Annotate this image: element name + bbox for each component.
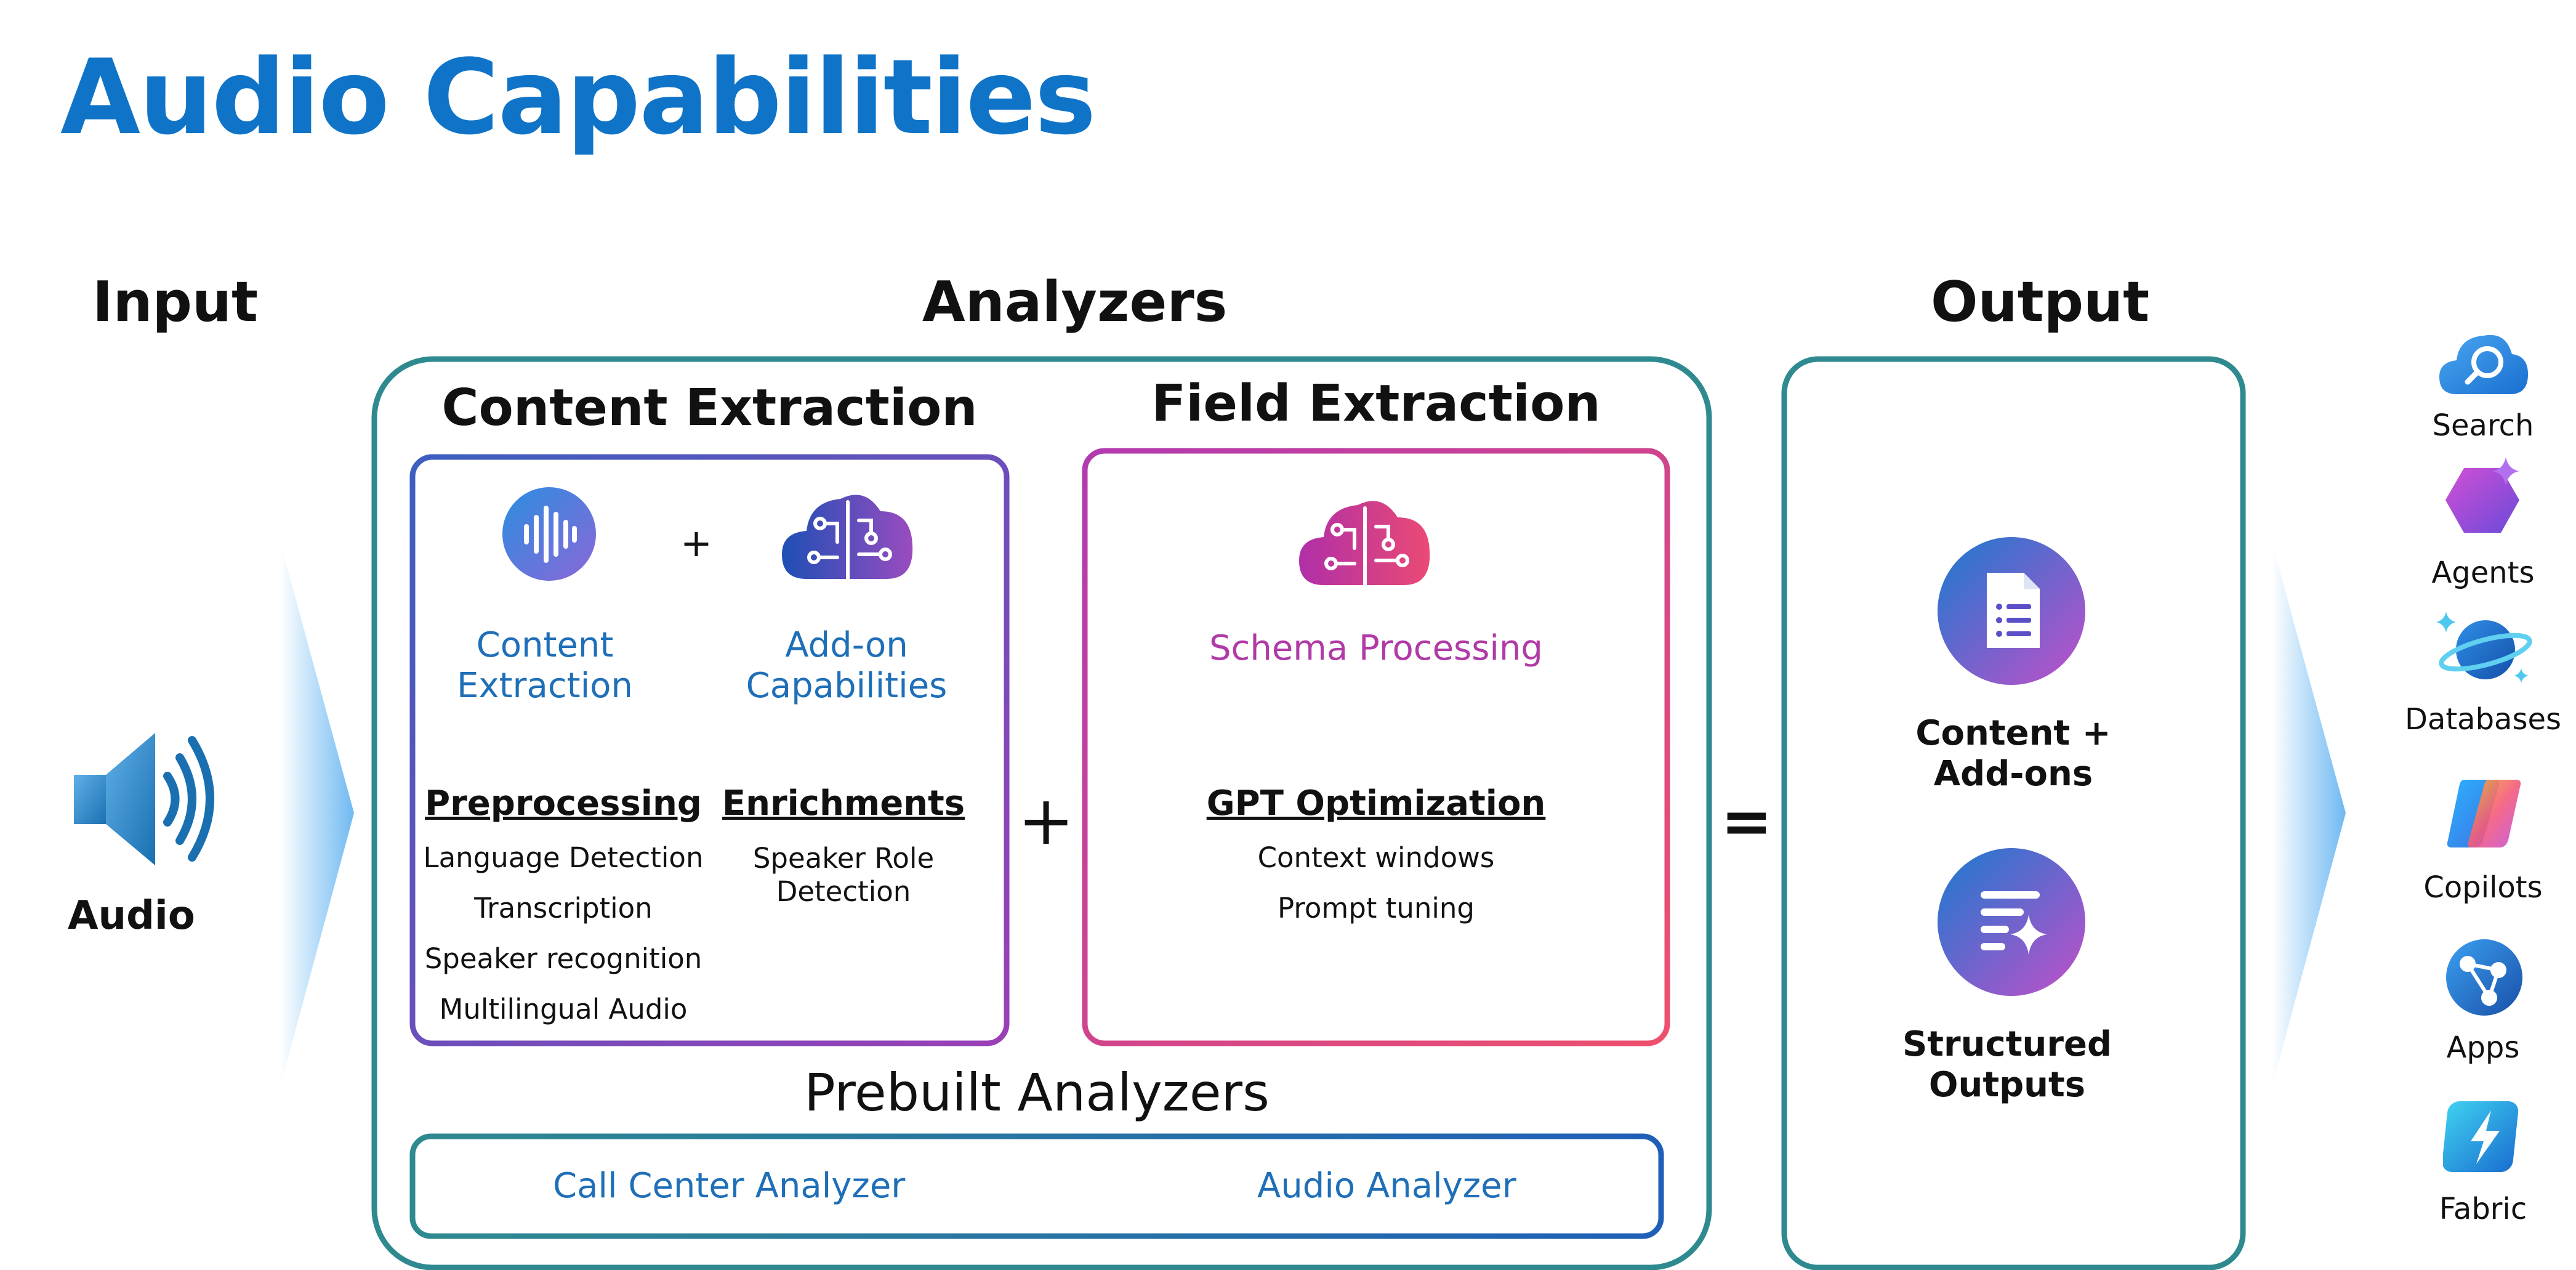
content-addons-label: Content + Add-ons [1915, 713, 2111, 794]
destination-copilots-label: Copilots [2423, 870, 2543, 905]
apps-globe-icon [2446, 939, 2522, 1016]
destination-apps-label: Apps [2446, 1030, 2520, 1065]
gpt-optimization-title: GPT Optimization [1206, 783, 1546, 823]
content-extraction-heading: Content Extraction [441, 379, 978, 437]
input-header: Input [92, 270, 259, 334]
content-extraction-label: Content Extraction [457, 625, 633, 706]
list-item: Transcription [474, 892, 653, 924]
page-title: Audio Capabilities [60, 37, 1097, 158]
prebuilt-box [409, 1133, 1664, 1239]
output-header: Output [1931, 270, 2150, 334]
schema-processing-label: Schema Processing [1209, 628, 1543, 668]
destination-agents-label: Agents [2431, 556, 2535, 590]
agents-hexagon-icon [2445, 457, 2519, 533]
preprocessing-list: Language Detection Transcription Speaker… [419, 833, 708, 1035]
list-item: Context windows [1257, 841, 1495, 874]
destination-fabric-label: Fabric [2439, 1192, 2527, 1226]
waveform-icon [502, 487, 596, 581]
preprocessing-title: Preprocessing [425, 783, 702, 823]
destination-databases-label: Databases [2404, 702, 2562, 737]
speaker-icon [74, 733, 214, 865]
structured-outputs-label: Structured Outputs [1902, 1024, 2112, 1105]
output-arrow [2272, 542, 2346, 1087]
list-item: Multilingual Audio [439, 993, 688, 1025]
database-planet-icon [2436, 612, 2532, 683]
list-item: Prompt tuning [1277, 892, 1475, 924]
equals-operator: = [1721, 785, 1773, 857]
addon-capabilities-label: Add-on Capabilities [746, 625, 948, 706]
enrichments-title: Enrichments [722, 783, 965, 823]
list-item: Language Detection [423, 841, 704, 874]
enrichments-list: Speaker Role Detection [720, 842, 967, 908]
list-item: Speaker recognition [424, 942, 702, 975]
prebuilt-heading: Prebuilt Analyzers [804, 1062, 1270, 1123]
list-item: Speaker Role [752, 842, 935, 875]
schema-brain-cloud-icon [1299, 501, 1430, 587]
list-item: Detection [776, 875, 911, 908]
sparkle-text-icon [1938, 848, 2085, 996]
input-label: Audio [68, 893, 195, 939]
field-extraction-heading: Field Extraction [1151, 374, 1601, 433]
output-box [1781, 356, 2246, 1270]
plus-operator: + [1018, 781, 1075, 860]
call-center-analyzer: Call Center Analyzer [553, 1166, 906, 1206]
input-arrow [280, 542, 354, 1087]
addon-brain-cloud-icon [782, 495, 913, 581]
inner-plus: + [680, 520, 712, 565]
copilot-icon [2447, 780, 2521, 847]
destination-search-label: Search [2432, 408, 2534, 443]
content-extraction-box [409, 454, 1010, 1046]
document-list-icon [1938, 537, 2085, 685]
audio-analyzer: Audio Analyzer [1257, 1166, 1516, 1206]
gpt-optimization-list: Context windows Prompt tuning [1085, 833, 1667, 934]
analyzers-header: Analyzers [922, 270, 1228, 334]
search-cloud-icon [2439, 334, 2529, 394]
analyzers-box [371, 356, 1712, 1270]
field-extraction-box [1082, 448, 1670, 1046]
fabric-icon [2443, 1101, 2519, 1172]
